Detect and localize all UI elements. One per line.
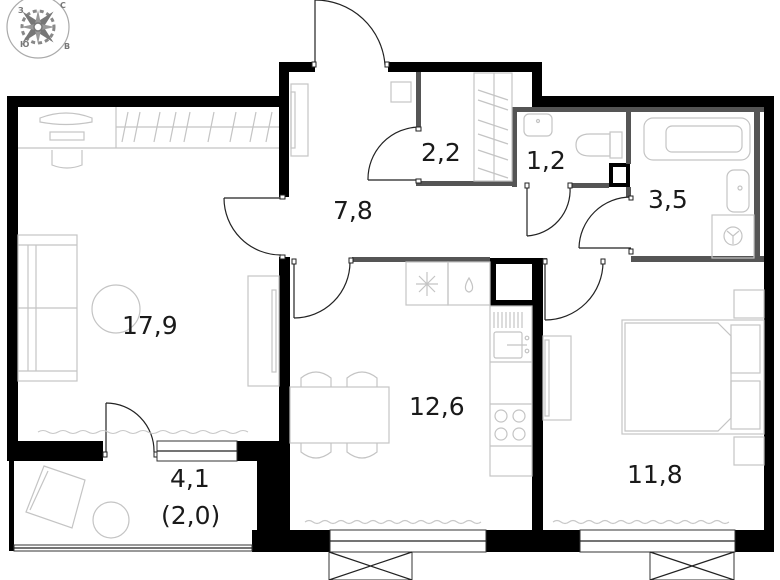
compass: З С Ю В xyxy=(8,1,71,64)
hallway-area-label: 7,8 xyxy=(333,196,373,225)
toilet-furniture xyxy=(523,113,623,159)
radiators xyxy=(37,429,730,525)
wardrobe-room-furniture xyxy=(390,72,513,182)
toilet-area-label: 1,2 xyxy=(526,146,566,175)
kitchen-furniture xyxy=(289,261,533,477)
partitions xyxy=(352,72,764,262)
compass-east-label: В xyxy=(64,42,71,51)
bedroom-furniture xyxy=(542,289,765,466)
bathroom-area-label: 3,5 xyxy=(648,185,688,214)
bathroom-furniture xyxy=(643,117,755,259)
exterior-walls xyxy=(7,62,774,552)
compass-icon xyxy=(6,0,70,59)
doors xyxy=(102,0,634,458)
balcony-area-label: 4,1 xyxy=(170,464,210,493)
balcony-furniture xyxy=(25,465,130,539)
compass-south-label: Ю xyxy=(20,40,30,49)
kitchen-area-label: 12,6 xyxy=(409,392,465,421)
living-room-furniture xyxy=(17,83,309,387)
balcony-reduced-area-label: (2,0) xyxy=(161,501,221,530)
compass-north-label: С xyxy=(60,1,66,10)
living-room-area-label: 17,9 xyxy=(122,311,178,340)
wardrobe-area-label: 2,2 xyxy=(421,138,461,167)
windows xyxy=(13,440,736,580)
compass-west-label: З xyxy=(18,6,24,15)
bedroom-area-label: 11,8 xyxy=(627,460,683,489)
